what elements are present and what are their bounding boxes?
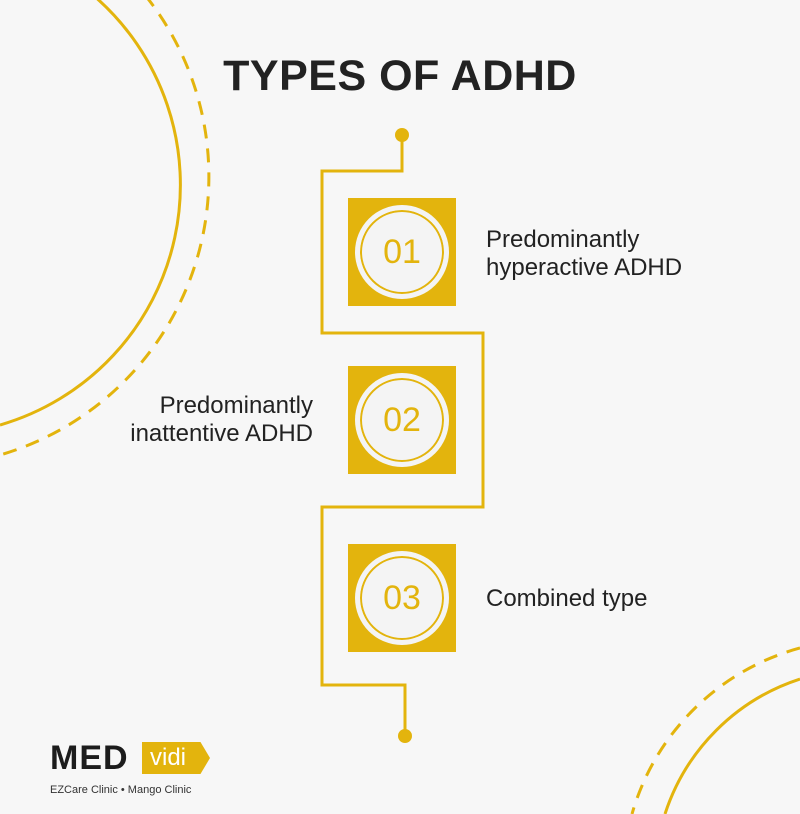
connector-path (320, 135, 485, 735)
decor-arc-solid-top-left (0, 0, 182, 427)
decor-arc-solid-bottom-right (663, 677, 800, 814)
step-02-label-line2: inattentive ADHD (130, 420, 313, 447)
step-01-label-line1: Predominantly (486, 226, 640, 253)
decor-arc-dashed-bottom-right (630, 646, 800, 814)
step-02-label-line1: Predominantly (159, 392, 313, 419)
step-02-circle: 02 (357, 375, 447, 465)
step-01-box: 01 (348, 198, 456, 306)
decor-arc-dashed-top-left (0, 0, 211, 457)
step-03-circle: 03 (357, 553, 447, 643)
logo-subtitle: EZCare Clinic • Mango Clinic (50, 784, 192, 796)
step-03-label-line1: Combined type (486, 585, 648, 612)
step-03-box: 03 (348, 544, 456, 652)
logo-vidi-tag: vidi (142, 742, 210, 774)
step-03-number: 03 (383, 578, 421, 617)
page-title: TYPES OF ADHD (223, 52, 577, 100)
logo-med-text: MED (50, 739, 129, 777)
connector-start-dot (395, 128, 409, 142)
step-02-number: 02 (383, 400, 421, 439)
step-01-label-line2: hyperactive ADHD (486, 254, 683, 281)
logo-vidi-text: vidi (150, 744, 187, 771)
step-01-label: Predominantly hyperactive ADHD (486, 226, 682, 282)
step-01-circle: 01 (357, 207, 447, 297)
step-03-label: Combined type (486, 585, 647, 613)
step-01-number: 01 (383, 232, 421, 271)
step-02-label: Predominantly inattentive ADHD (130, 392, 313, 448)
step-02-box: 02 (348, 366, 456, 474)
connector-end-dot (398, 729, 412, 743)
